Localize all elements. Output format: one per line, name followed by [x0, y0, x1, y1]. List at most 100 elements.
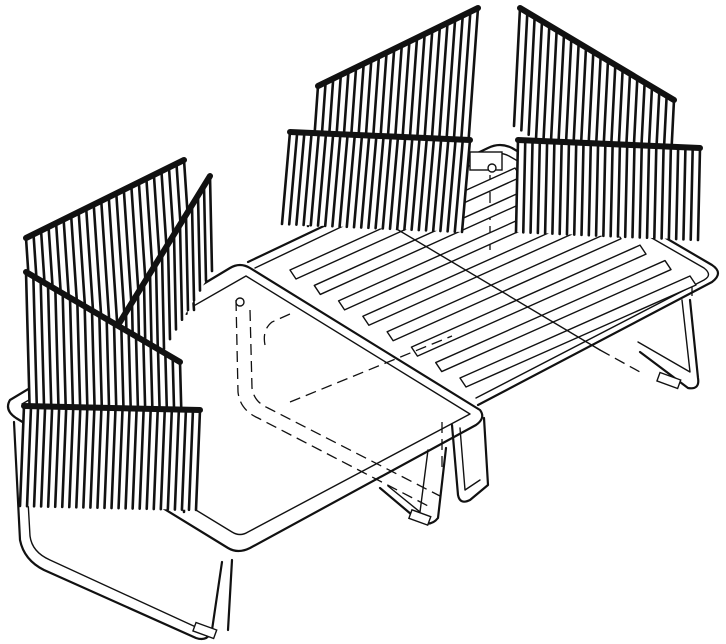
woven-cord: [556, 32, 566, 154]
woven-cord: [451, 14, 465, 157]
woven-cord: [459, 10, 472, 154]
woven-cord: [32, 405, 40, 508]
woven-cord: [638, 144, 644, 239]
woven-cord: [460, 138, 472, 234]
left-seat-frame: [6, 263, 484, 641]
woven-cord: [565, 140, 571, 236]
woven-cord: [395, 135, 407, 231]
woven-cord: [32, 274, 39, 428]
woven-cord: [623, 143, 629, 239]
woven-cord: [667, 145, 673, 241]
woven-cord: [653, 144, 658, 240]
woven-cord: [190, 203, 196, 302]
woven-cord: [208, 174, 214, 273]
woven-cord: [166, 408, 174, 511]
woven-cord: [338, 133, 349, 228]
woven-cord: [124, 407, 131, 510]
woven-seat-panel-front: [18, 403, 203, 512]
woven-cord: [631, 143, 636, 239]
woven-cord: [443, 17, 457, 161]
woven-cord: [39, 405, 47, 508]
woven-cord: [96, 406, 103, 510]
woven-cord: [24, 270, 32, 424]
bracket-icon: [469, 151, 503, 171]
woven-cord: [295, 131, 306, 226]
woven-cord: [534, 19, 544, 141]
woven-cord: [180, 408, 188, 511]
woven-cord: [682, 146, 687, 241]
woven-cord: [616, 143, 622, 238]
woven-cord: [194, 408, 202, 512]
seat-slat: [435, 259, 672, 373]
panel-rail: [117, 173, 213, 325]
woven-cord: [316, 132, 328, 227]
panel-backdrop: [20, 406, 200, 510]
woven-cord: [117, 406, 124, 510]
woven-cord: [302, 131, 313, 227]
woven-cord: [25, 404, 33, 508]
woven-cord: [345, 133, 357, 229]
panel-rail: [21, 403, 203, 413]
woven-cord: [446, 138, 457, 233]
woven-cord: [514, 138, 520, 234]
woven-cord: [542, 24, 551, 145]
woven-cord: [388, 135, 400, 231]
woven-cord: [572, 141, 578, 236]
woven-cord: [660, 145, 665, 240]
woven-cord: [609, 142, 614, 238]
woven-cord: [521, 139, 527, 234]
woven-cord: [287, 131, 299, 226]
woven-cord: [543, 139, 549, 235]
woven-cord: [173, 408, 181, 511]
woven-cord: [154, 262, 160, 360]
woven-cord: [309, 131, 321, 227]
woven-cord: [551, 140, 556, 235]
woven-cord: [323, 132, 335, 228]
woven-cord: [184, 213, 190, 312]
woven-cord: [152, 407, 160, 511]
woven-cord: [352, 133, 364, 229]
woven-cord: [453, 138, 465, 233]
panel-backdrop: [516, 140, 700, 240]
seat-slat: [386, 229, 622, 342]
woven-cord: [424, 137, 436, 232]
woven-cord: [587, 141, 593, 237]
woven-cord: [280, 130, 292, 226]
woven-cord: [166, 242, 172, 341]
woven-cord: [594, 142, 600, 237]
woven-cord: [403, 136, 414, 231]
panel-rail: [517, 5, 677, 103]
woven-seat-panel-rear-right: [514, 137, 703, 242]
woven-cord: [417, 136, 429, 232]
woven-cord: [410, 136, 421, 232]
woven-cord: [145, 407, 153, 511]
seat-slat: [410, 244, 647, 357]
woven-cord: [536, 139, 542, 235]
bolt-icon: [235, 297, 245, 307]
woven-cord: [580, 141, 585, 237]
woven-cord: [89, 406, 96, 509]
woven-cord: [187, 408, 195, 512]
seat-slat: [459, 275, 697, 388]
woven-cord: [529, 139, 534, 234]
woven-cord: [159, 407, 167, 511]
panel-rail: [315, 5, 481, 89]
woven-cord: [564, 37, 573, 158]
woven-cord: [103, 406, 110, 510]
woven-cord: [53, 405, 61, 509]
panel-rail: [287, 129, 473, 143]
panel-rail: [515, 137, 703, 151]
cross-support-hidden: [599, 349, 641, 373]
panel-backdrop: [282, 132, 470, 232]
woven-cord: [439, 137, 450, 233]
woven-cord: [131, 407, 138, 510]
woven-cord: [196, 194, 202, 292]
cross-support: [367, 211, 601, 351]
woven-seat-panel-rear-left: [280, 129, 473, 234]
woven-cord: [367, 134, 378, 230]
woven-cord: [549, 28, 558, 150]
woven-cord: [558, 140, 563, 236]
woven-cord: [512, 6, 522, 128]
panel-rail: [23, 269, 183, 365]
